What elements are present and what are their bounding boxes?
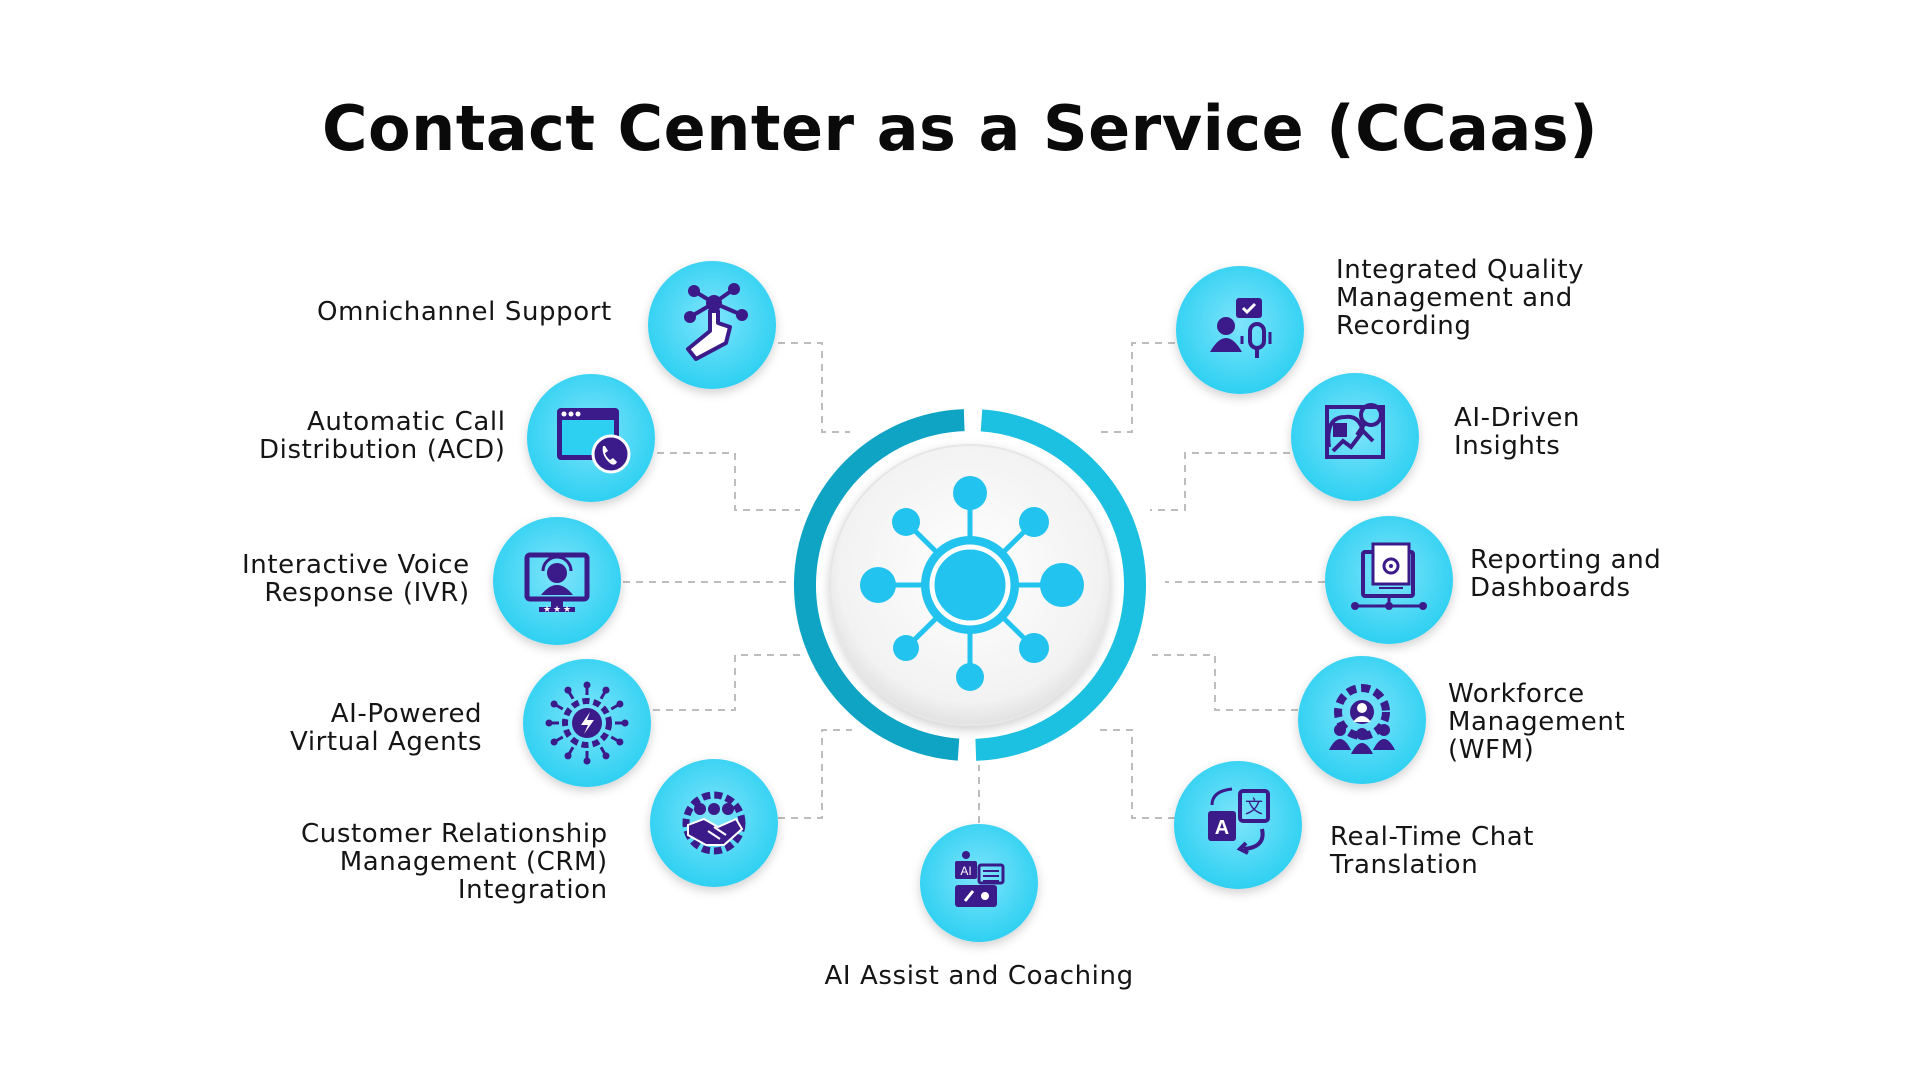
label-line: Translation xyxy=(1330,850,1479,880)
node-reporting xyxy=(1325,516,1453,644)
dashboard-report-icon xyxy=(1351,542,1427,610)
label-omnichannel: Omnichannel Support xyxy=(317,298,612,326)
agent-headset-icon: ★★★ xyxy=(524,552,590,615)
network-touch-icon xyxy=(684,283,748,361)
label-line: Workforce xyxy=(1448,679,1585,709)
hub-satellite-dot xyxy=(1019,633,1049,663)
node-virtual-agents xyxy=(523,659,651,787)
node-wfm xyxy=(1298,656,1426,784)
node-omnichannel xyxy=(648,261,776,389)
browser-phone-icon xyxy=(557,408,631,474)
label-ai-assist: AI Assist and Coaching xyxy=(825,962,1134,990)
node-translation: A文 xyxy=(1174,761,1302,889)
node-quality xyxy=(1176,266,1304,394)
ai-robot-chat-icon: AI xyxy=(955,851,1005,907)
label-line: Dashboards xyxy=(1470,573,1631,603)
svg-text:★: ★ xyxy=(553,605,561,615)
label-line: Management (CRM) xyxy=(339,847,608,877)
node-acd xyxy=(527,374,655,502)
label-line: AI-Driven xyxy=(1454,403,1581,433)
node-crm xyxy=(650,759,778,887)
label-line: Recording xyxy=(1336,311,1472,341)
label-line: Response (IVR) xyxy=(264,578,470,608)
label-line: Virtual Agents xyxy=(290,727,483,757)
hub-satellite-dot xyxy=(956,663,984,691)
hub-satellite-dot xyxy=(860,567,896,603)
ring-arc-left xyxy=(793,409,965,761)
connector-insights xyxy=(1150,452,1290,511)
page-title: Contact Center as a Service (CCaas) xyxy=(321,92,1599,165)
agent-recording-icon xyxy=(1210,298,1272,358)
connector-virtual-agents xyxy=(653,654,800,711)
label-line: Customer Relationship xyxy=(301,819,608,849)
label-line: Integrated Quality xyxy=(1336,255,1585,285)
svg-text:★: ★ xyxy=(563,605,571,615)
hub-network-icon xyxy=(860,476,1084,691)
label-line: Reporting and xyxy=(1470,545,1662,575)
node-ivr: ★★★ xyxy=(493,517,621,645)
label-line: Interactive Voice xyxy=(242,550,470,580)
connector-omnichannel xyxy=(778,342,850,433)
label-line: Management and xyxy=(1336,283,1573,313)
hub-satellite-dot xyxy=(1040,563,1084,607)
connector-translation xyxy=(1100,729,1175,819)
ai-chip-gear-icon xyxy=(545,681,629,765)
ring-arc-right xyxy=(975,409,1147,761)
translate-icon: A文 xyxy=(1208,787,1270,855)
label-line: Integration xyxy=(457,875,608,905)
label-line: Management xyxy=(1448,707,1626,737)
handshake-gear-icon xyxy=(682,791,746,855)
svg-text:文: 文 xyxy=(1245,797,1263,818)
label-line: Automatic Call xyxy=(307,407,506,437)
connector-acd xyxy=(657,452,800,511)
hub-satellite-dot xyxy=(953,476,987,510)
svg-text:★: ★ xyxy=(543,605,551,615)
label-line: Real-Time Chat xyxy=(1330,822,1535,852)
node-insights xyxy=(1291,373,1419,501)
svg-text:AI: AI xyxy=(960,864,971,878)
connector-quality xyxy=(1100,342,1175,433)
brain-analytics-icon xyxy=(1325,403,1385,459)
label-line: Distribution (ACD) xyxy=(259,435,506,465)
svg-text:A: A xyxy=(1215,817,1229,839)
connector-wfm xyxy=(1152,654,1298,711)
label-line: AI Assist and Coaching xyxy=(824,961,1134,991)
hub-satellite-dot xyxy=(1019,507,1049,537)
label-line: Omnichannel Support xyxy=(317,297,612,327)
connector-crm xyxy=(778,729,852,819)
label-line: (WFM) xyxy=(1448,735,1535,765)
label-line: Insights xyxy=(1454,431,1561,461)
hub-satellite-dot xyxy=(892,508,920,536)
label-line: AI-Powered xyxy=(330,699,483,729)
node-ai-assist: AI xyxy=(920,824,1038,942)
hub-satellite-dot xyxy=(893,635,919,661)
team-gear-icon xyxy=(1329,684,1395,754)
connector-lines xyxy=(623,342,1325,823)
